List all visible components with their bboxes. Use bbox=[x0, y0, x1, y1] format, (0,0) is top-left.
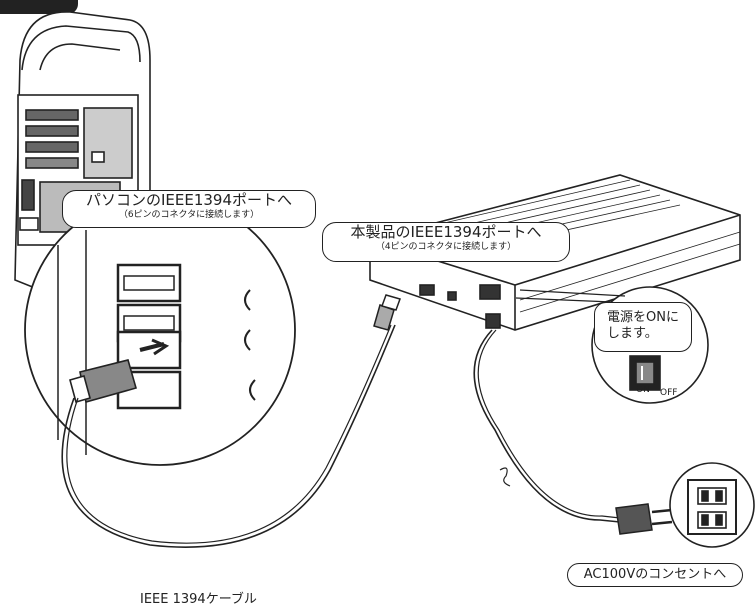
power-switch-callout: 電源をONにします。 bbox=[594, 302, 692, 352]
ieee1394-cable bbox=[61, 324, 396, 548]
header-tab bbox=[0, 0, 78, 14]
drive-port-title: 本製品のIEEE1394ポートへ bbox=[350, 223, 542, 241]
drive-port-callout: 本製品のIEEE1394ポートへ （4ピンのコネクタに接続します） bbox=[322, 222, 570, 262]
pc-port-title: パソコンのIEEE1394ポートへ bbox=[85, 191, 293, 209]
pc-port-callout: パソコンのIEEE1394ポートへ （6ピンのコネクタに接続します） bbox=[62, 190, 316, 228]
power-switch-text: 電源をONにします。 bbox=[607, 310, 679, 341]
power-cable bbox=[473, 329, 621, 523]
outlet-callout: AC100Vのコンセントへ bbox=[567, 563, 743, 587]
switch-on-label: ON bbox=[636, 385, 650, 395]
power-plug bbox=[615, 503, 673, 535]
drive-port-note: （4ピンのコネクタに接続します） bbox=[375, 242, 517, 252]
wall-outlet bbox=[669, 462, 755, 548]
switch-off-label: OFF bbox=[660, 388, 678, 398]
pc-port-note: （6ピンのコネクタに接続します） bbox=[118, 210, 260, 220]
cable-label: IEEE 1394ケーブル bbox=[140, 592, 257, 607]
drive-connector bbox=[373, 294, 401, 331]
pc-connector bbox=[69, 338, 170, 404]
